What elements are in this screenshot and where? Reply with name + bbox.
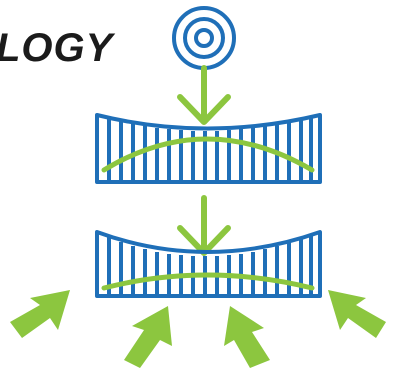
spreading-arrow-icon: [124, 306, 172, 368]
title-fragment: LOGY: [0, 26, 114, 70]
down-arrow-icon: [177, 195, 231, 256]
filter-bowl-icon: [95, 230, 322, 298]
filter-bowl-icon: [95, 113, 322, 184]
target-icon: [172, 6, 236, 70]
spreading-arrow-icon: [328, 290, 386, 338]
spreading-arrow-icon: [224, 306, 270, 368]
down-arrow-icon: [177, 65, 231, 125]
spreading-arrow-icon: [10, 290, 70, 338]
